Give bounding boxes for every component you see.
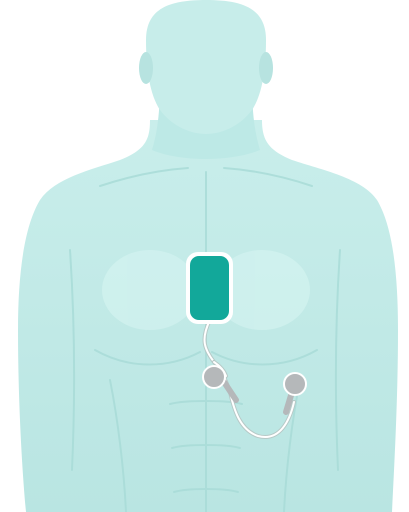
chest-highlight-left [102, 250, 198, 330]
ecg-monitor-device [186, 252, 233, 324]
ear-left [139, 52, 153, 84]
device-body [190, 256, 229, 320]
ear-right [259, 52, 273, 84]
electrode-left-pad [203, 366, 225, 388]
electrode-right-pad [284, 373, 306, 395]
head-shape [146, 0, 266, 134]
